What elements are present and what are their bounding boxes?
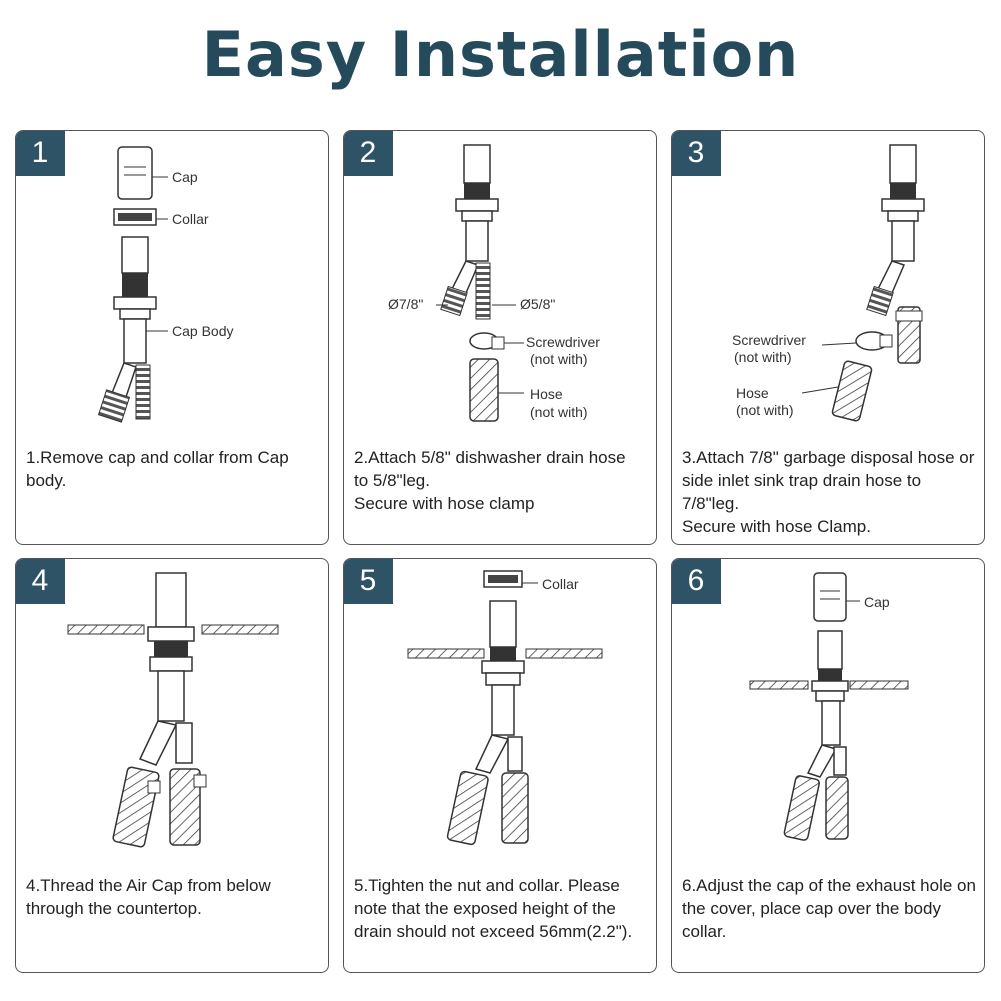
screwdriver-label: Screwdriver [732, 332, 806, 348]
hose-label: Hose [530, 386, 563, 402]
hose-label: Hose [736, 385, 769, 401]
diameter-5-8-label: Ø5/8" [520, 296, 555, 312]
diameter-7-8-label: Ø7/8" [388, 296, 423, 312]
step-number: 4 [16, 559, 65, 604]
cap-label: Cap [864, 594, 890, 610]
step-4-panel: 4 4.Thread the Air Cap from below throug… [15, 558, 329, 973]
step-number: 1 [16, 131, 65, 176]
step-number: 5 [344, 559, 393, 604]
step-2-text: 2.Attach 5/8" dishwasher drain hose to 5… [354, 448, 626, 513]
step-3-panel: 3 Screwdriver (not with) Hose (not with)… [671, 130, 985, 545]
step-5-text: 5.Tighten the nut and collar. Please not… [354, 876, 633, 941]
step-2-panel: 2 Ø7/8" Ø5/8" Screwdriver (not with) Hos… [343, 130, 657, 545]
step-5-illustration: Collar [407, 570, 603, 846]
step-1-panel: 1 Cap Collar Cap Body 1.Remove cap and c… [15, 130, 329, 545]
step-1-illustration: Cap Collar Cap Body [97, 146, 233, 423]
cap-body-label: Cap Body [172, 323, 233, 339]
page-title: Easy Installation [201, 18, 800, 91]
step-4-text: 4.Thread the Air Cap from below through … [26, 876, 271, 918]
step-6-panel: 6 Cap 6.Adjust the cap of the exhaust ho… [671, 558, 985, 973]
step-5-panel: 5 Collar 5.Tighten the nut and collar. P… [343, 558, 657, 973]
step-6-illustration: Cap [749, 572, 909, 841]
screwdriver-label: Screwdriver [526, 334, 600, 350]
step-1-text: 1.Remove cap and collar from Cap body. [26, 448, 289, 490]
step-3-illustration: Screwdriver (not with) Hose (not with) [732, 144, 925, 422]
step-number: 2 [344, 131, 393, 176]
step-3-text: 3.Attach 7/8" garbage disposal hose or s… [682, 448, 975, 536]
step-2-illustration: Ø7/8" Ø5/8" Screwdriver (not with) Hose … [388, 144, 600, 422]
hose-note: (not with) [530, 404, 588, 420]
cap-label: Cap [172, 169, 198, 185]
step-6-text: 6.Adjust the cap of the exhaust hole on … [682, 876, 976, 941]
step-number: 3 [672, 131, 721, 176]
hose-note: (not with) [736, 402, 794, 418]
screwdriver-note: (not with) [530, 351, 588, 367]
screwdriver-note: (not with) [734, 349, 792, 365]
step-number: 6 [672, 559, 721, 604]
collar-label: Collar [542, 576, 579, 592]
collar-label: Collar [172, 211, 209, 227]
step-4-illustration [67, 572, 279, 848]
